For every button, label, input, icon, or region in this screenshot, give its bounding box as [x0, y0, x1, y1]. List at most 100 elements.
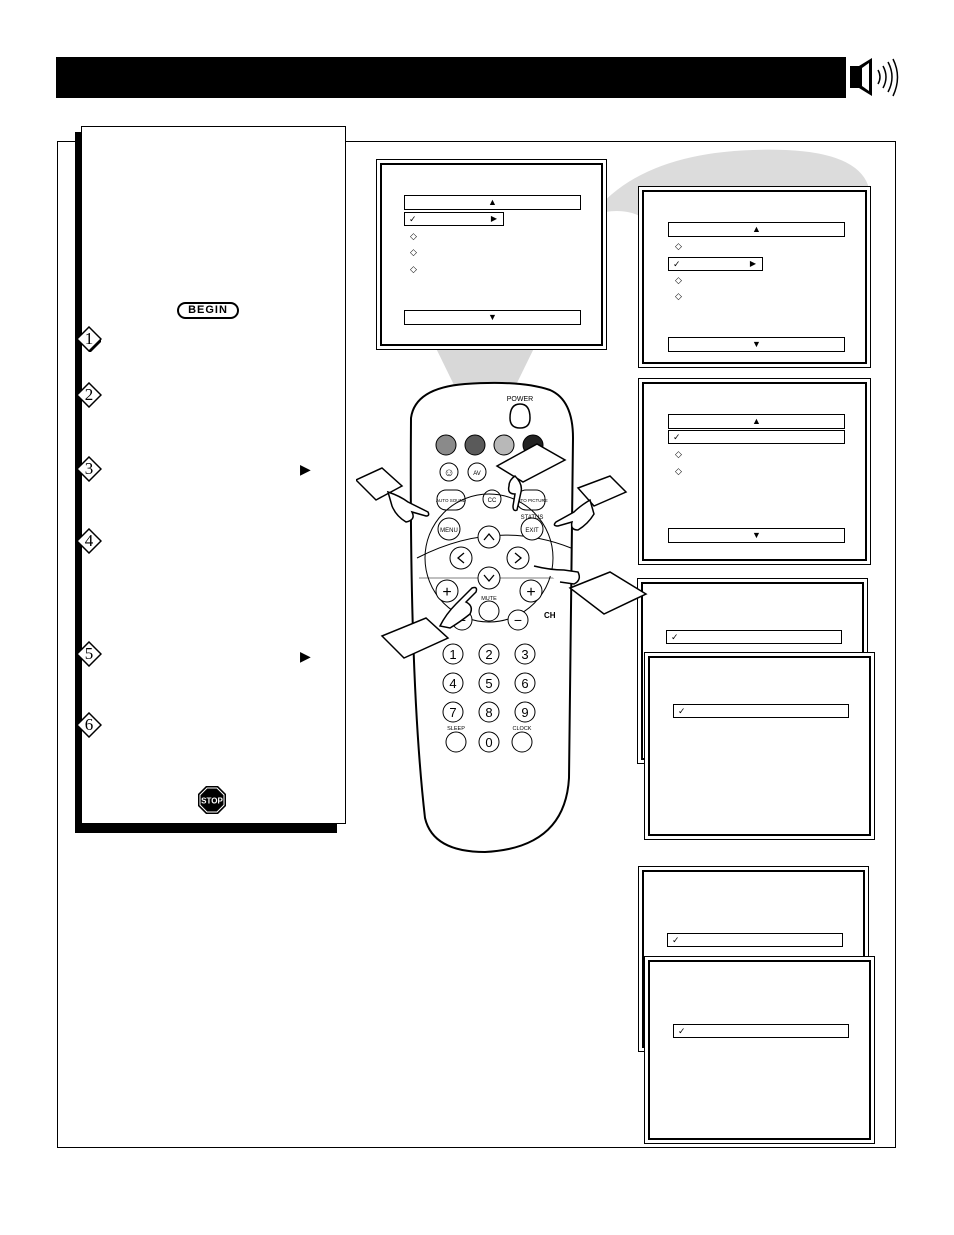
- menu-item: ◇: [675, 241, 682, 251]
- svg-text:AUTO SOUND: AUTO SOUND: [436, 498, 467, 503]
- step-5-arrow-icon: ▶: [300, 648, 311, 664]
- setting-highlighted-item[interactable]: ✓: [673, 704, 849, 718]
- menu-up-bar: ▲: [668, 414, 845, 429]
- step-6-marker: 6: [76, 712, 102, 738]
- cursor-up-button[interactable]: [477, 525, 501, 549]
- hand-pointer-up-icon: [495, 443, 567, 512]
- svg-text:9: 9: [521, 705, 528, 720]
- av-button[interactable]: [467, 462, 487, 482]
- menu-highlighted-item[interactable]: ✓: [668, 430, 845, 444]
- menu-item: ◇: [675, 291, 682, 301]
- hand-pointer-menu-icon: [356, 467, 430, 523]
- menu-item: ◇: [410, 247, 417, 257]
- svg-text:8: 8: [485, 705, 492, 720]
- volume-up-button[interactable]: [435, 579, 459, 603]
- svg-text:AUTO PICTURE: AUTO PICTURE: [514, 498, 547, 503]
- svg-text:6: 6: [521, 676, 528, 691]
- menu-up-bar: ▲: [668, 222, 845, 237]
- remote-control: POWER ☺ AV AUTO SOUND CC AUTO PICTURE ST…: [409, 381, 575, 854]
- svg-text:AV: AV: [473, 471, 481, 477]
- menu-item: ◇: [675, 466, 682, 476]
- digit-5-button[interactable]: [478, 672, 500, 694]
- chevron-down-icon: [483, 574, 495, 583]
- red-button[interactable]: [435, 434, 457, 456]
- menu-down-bar: ▼: [668, 337, 845, 352]
- svg-text:1: 1: [449, 647, 456, 662]
- svg-text:2: 2: [485, 647, 492, 662]
- cursor-right-button[interactable]: [506, 546, 530, 570]
- hand-pointer-down-icon: [380, 586, 478, 659]
- svg-text:3: 3: [85, 459, 94, 478]
- clock-button[interactable]: [511, 731, 533, 753]
- smart-button[interactable]: [439, 462, 459, 482]
- green-button[interactable]: [464, 434, 486, 456]
- step-5-marker: 5: [76, 641, 102, 667]
- screen-projection-beam: [432, 340, 538, 385]
- svg-text:2: 2: [85, 385, 94, 404]
- digit-1-button[interactable]: [442, 643, 464, 665]
- tv-screen-main-menu: ▲ ✓▶ ◇ ◇ ◇ ▼: [376, 159, 607, 350]
- menu-highlighted-item[interactable]: ✓▶: [668, 257, 763, 271]
- menu-item: ◇: [410, 264, 417, 274]
- tv-screen-submenu-b: ▲ ✓ ◇ ◇ ▼: [638, 378, 871, 565]
- tv-screen-submenu-a: ▲ ◇ ✓▶ ◇ ◇ ▼: [638, 186, 871, 368]
- cursor-left-button[interactable]: [449, 546, 473, 570]
- svg-text:EXIT: EXIT: [525, 528, 539, 534]
- svg-text:1: 1: [85, 329, 94, 348]
- sleep-button[interactable]: [445, 731, 467, 753]
- svg-text:CC: CC: [488, 498, 497, 504]
- setting-highlighted-item[interactable]: ✓: [666, 630, 842, 644]
- svg-text:3: 3: [521, 647, 528, 662]
- svg-text:0: 0: [485, 735, 492, 750]
- digit-0-button[interactable]: [478, 731, 500, 753]
- ch-label: CH: [544, 611, 556, 620]
- channel-up-button[interactable]: [519, 579, 543, 603]
- digit-7-button[interactable]: [442, 701, 464, 723]
- svg-text:6: 6: [85, 715, 94, 734]
- digit-9-button[interactable]: [514, 701, 536, 723]
- tv-screen-adjust-front: ✓: [644, 652, 875, 840]
- menu-down-bar: ▼: [668, 528, 845, 543]
- yellow-button[interactable]: [493, 434, 515, 456]
- tv-screen-confirm-front: ✓: [644, 956, 875, 1144]
- channel-down-button[interactable]: [507, 609, 529, 631]
- svg-text:5: 5: [85, 644, 94, 663]
- step-3-marker: 3: [76, 456, 102, 482]
- setting-highlighted-item[interactable]: ✓: [673, 1024, 849, 1038]
- sleep-label: SLEEP: [447, 726, 465, 732]
- menu-down-bar: ▼: [404, 310, 581, 325]
- svg-text:MENU: MENU: [440, 528, 458, 534]
- svg-text:7: 7: [449, 705, 456, 720]
- mute-label: MUTE: [481, 596, 497, 602]
- digit-8-button[interactable]: [478, 701, 500, 723]
- step-2-marker: 2: [76, 382, 102, 408]
- menu-button[interactable]: [437, 517, 461, 541]
- digit-6-button[interactable]: [514, 672, 536, 694]
- setting-highlighted-item[interactable]: ✓: [667, 933, 843, 947]
- svg-text:5: 5: [485, 676, 492, 691]
- step-1-marker: 1: [76, 326, 102, 352]
- plus-icon: +: [442, 584, 451, 601]
- svg-text:STOP: STOP: [201, 797, 223, 806]
- hand-pointer-right-icon: [533, 565, 648, 615]
- instruction-panel: [81, 126, 346, 824]
- digit-3-button[interactable]: [514, 643, 536, 665]
- cursor-down-button[interactable]: [477, 566, 501, 590]
- step-4-marker: 4: [76, 528, 102, 554]
- svg-text:4: 4: [449, 676, 456, 691]
- begin-badge: BEGIN: [177, 302, 239, 319]
- auto-sound-button[interactable]: [436, 489, 466, 511]
- chevron-right-icon: [514, 552, 523, 564]
- power-button[interactable]: [509, 403, 531, 429]
- hand-pointer-exit-icon: [553, 475, 628, 531]
- plus-icon: +: [526, 584, 535, 601]
- step-3-arrow-icon: ▶: [300, 461, 311, 477]
- digit-2-button[interactable]: [478, 643, 500, 665]
- exit-button[interactable]: [520, 517, 544, 541]
- smiley-icon: ☺: [443, 467, 454, 479]
- menu-highlighted-item[interactable]: ✓▶: [404, 212, 504, 226]
- digit-4-button[interactable]: [442, 672, 464, 694]
- chevron-up-icon: [483, 532, 495, 541]
- speaker-icon: [850, 58, 899, 97]
- mute-button[interactable]: [478, 600, 500, 622]
